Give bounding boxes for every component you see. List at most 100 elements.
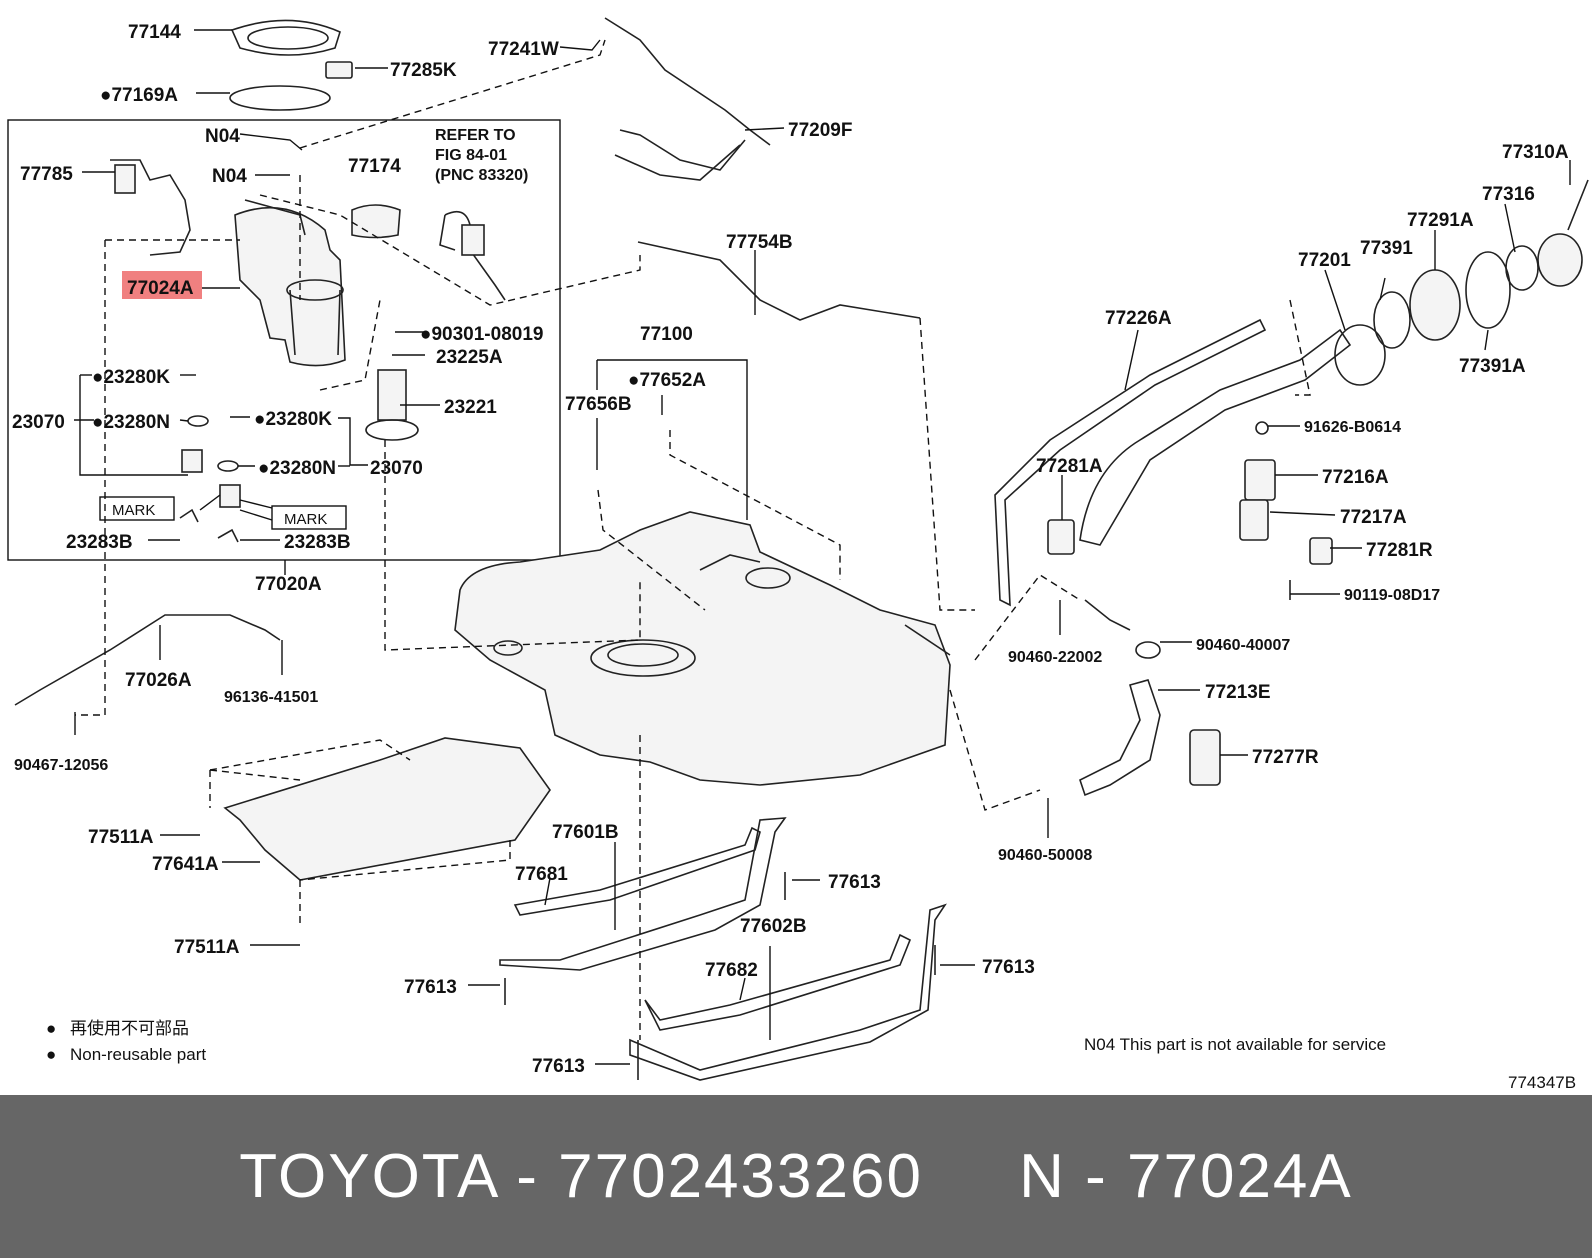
label-77656B: 77656B xyxy=(565,394,632,415)
label-77174: 77174 xyxy=(348,156,401,177)
filter-parts xyxy=(179,415,241,543)
label-77511A-2: 77511A xyxy=(174,937,240,958)
label-23280K-2: ●23280K xyxy=(254,409,332,430)
footer-position-prefix: N xyxy=(1019,1142,1066,1211)
label-77682: 77682 xyxy=(705,960,758,981)
brackets-right xyxy=(1047,421,1333,786)
label-90460-50008: 90460-50008 xyxy=(998,847,1092,864)
footer-text: TOYOTA - 7702433260 N - 77024A xyxy=(239,1141,1353,1212)
label-77785: 77785 xyxy=(20,164,73,185)
fuel-lines xyxy=(14,17,1131,706)
label-77316: 77316 xyxy=(1482,184,1535,205)
mark-label-1: MARK xyxy=(112,502,155,519)
legend-en: Non-reusable part xyxy=(70,1045,206,1064)
legend-bullet-jp: ● xyxy=(46,1019,56,1038)
sender-gauge-ring xyxy=(230,19,341,56)
footer-part-number: 7702433260 xyxy=(558,1142,923,1211)
label-77026A: 77026A xyxy=(125,670,192,691)
vent-hose-77213E xyxy=(1079,679,1161,797)
label-23283B-2: 23283B xyxy=(284,532,351,553)
label-23283B-1: 23283B xyxy=(66,532,133,553)
label-77391A: 77391A xyxy=(1459,356,1526,377)
label-77613-a: 77613 xyxy=(828,872,881,893)
label-N04-a: N04 xyxy=(205,126,240,147)
refer-note-line1: REFER TO xyxy=(435,127,516,144)
figure-code: 774347B xyxy=(1508,1073,1576,1092)
label-77613-d: 77613 xyxy=(532,1056,585,1077)
legend-bullet-en: ● xyxy=(46,1045,56,1064)
mark-box-2 xyxy=(271,505,347,530)
label-77144: 77144 xyxy=(128,22,181,43)
part-footer: TOYOTA - 7702433260 N - 77024A xyxy=(0,1095,1592,1258)
footer-position-code: 77024A xyxy=(1127,1142,1353,1211)
mark-box-1 xyxy=(99,496,175,521)
label-23221: 23221 xyxy=(444,397,497,418)
fuel-pump-module xyxy=(234,199,346,367)
fuel-tank xyxy=(454,511,951,786)
label-77285K: 77285K xyxy=(390,60,457,81)
label-77216A: 77216A xyxy=(1322,467,1389,488)
label-77277R: 77277R xyxy=(1252,747,1319,768)
filler-pipe xyxy=(994,179,1589,607)
label-77681: 77681 xyxy=(515,864,568,885)
fuel-pump-23221 xyxy=(365,369,419,441)
label-77754B: 77754B xyxy=(726,232,793,253)
mark-label-2: MARK xyxy=(284,511,327,528)
label-77613-b: 77613 xyxy=(982,957,1035,978)
label-77391: 77391 xyxy=(1360,238,1413,259)
connector-77285K xyxy=(325,61,353,79)
label-23225A: 23225A xyxy=(436,347,503,368)
service-note: N04 This part is not available for servi… xyxy=(1084,1035,1386,1054)
bolts xyxy=(504,872,936,1080)
label-77601B: 77601B xyxy=(552,822,619,843)
label-77024A: 77024A xyxy=(127,278,194,299)
sub-assembly-frame xyxy=(7,119,561,561)
label-77310A: 77310A xyxy=(1502,142,1569,163)
legend-jp: 再使用不可部品 xyxy=(70,1018,189,1038)
label-90467-12056: 90467-12056 xyxy=(14,757,108,774)
label-23280N-1: ●23280N xyxy=(92,412,170,433)
gasket-ring xyxy=(229,85,331,111)
label-77209F: 77209F xyxy=(788,120,852,141)
label-77291A: 77291A xyxy=(1407,210,1474,231)
strap-77602B xyxy=(629,903,947,1081)
label-77652A: ●77652A xyxy=(628,370,706,391)
label-77602B: 77602B xyxy=(740,916,807,937)
label-77226A: 77226A xyxy=(1105,308,1172,329)
strap-77601B xyxy=(499,817,787,971)
label-90301-08019: ●90301-08019 xyxy=(420,324,543,345)
label-77281A: 77281A xyxy=(1036,456,1103,477)
label-90460-22002: 90460-22002 xyxy=(1008,649,1102,666)
label-leaders xyxy=(74,29,1571,1065)
parts-diagram: MARK MARK REFER TO FIG 84-01 (PNC 83320)… xyxy=(7,17,1589,1092)
refer-note-line3: (PNC 83320) xyxy=(435,167,528,184)
label-77511A-1: 77511A xyxy=(88,827,154,848)
label-77169A: ●77169A xyxy=(100,85,178,106)
label-77641A: 77641A xyxy=(152,854,219,875)
label-23070-b: 23070 xyxy=(370,458,423,479)
label-77201: 77201 xyxy=(1298,250,1351,271)
diagram-canvas: MARK MARK REFER TO FIG 84-01 (PNC 83320)… xyxy=(7,17,1589,1092)
retainer-77174 xyxy=(351,204,401,239)
tank-protector xyxy=(223,737,551,881)
label-23070-a: 23070 xyxy=(12,412,65,433)
sender-gauge-ref xyxy=(439,210,506,301)
refer-note-line2: FIG 84-01 xyxy=(435,147,507,164)
label-91626-B0614: 91626-B0614 xyxy=(1304,419,1401,436)
footer-sep-2: - xyxy=(1085,1142,1108,1211)
highlight-77024A xyxy=(122,271,202,299)
label-90460-40007: 90460-40007 xyxy=(1196,637,1290,654)
label-77241W: 77241W xyxy=(488,39,559,60)
label-77613-c: 77613 xyxy=(404,977,457,998)
label-77213E: 77213E xyxy=(1205,682,1271,703)
footer-sep-1: - xyxy=(516,1142,539,1211)
label-N04-b: N04 xyxy=(212,166,247,187)
label-96136-41501: 96136-41501 xyxy=(224,689,318,706)
label-77281R: 77281R xyxy=(1366,540,1433,561)
footer-brand: TOYOTA xyxy=(239,1142,497,1211)
label-23280N-2: ●23280N xyxy=(258,458,336,479)
label-77217A: 77217A xyxy=(1340,507,1407,528)
label-77020A: 77020A xyxy=(255,574,322,595)
label-90119-08D17: 90119-08D17 xyxy=(1344,587,1440,604)
dashed-leaders xyxy=(75,39,1311,1040)
